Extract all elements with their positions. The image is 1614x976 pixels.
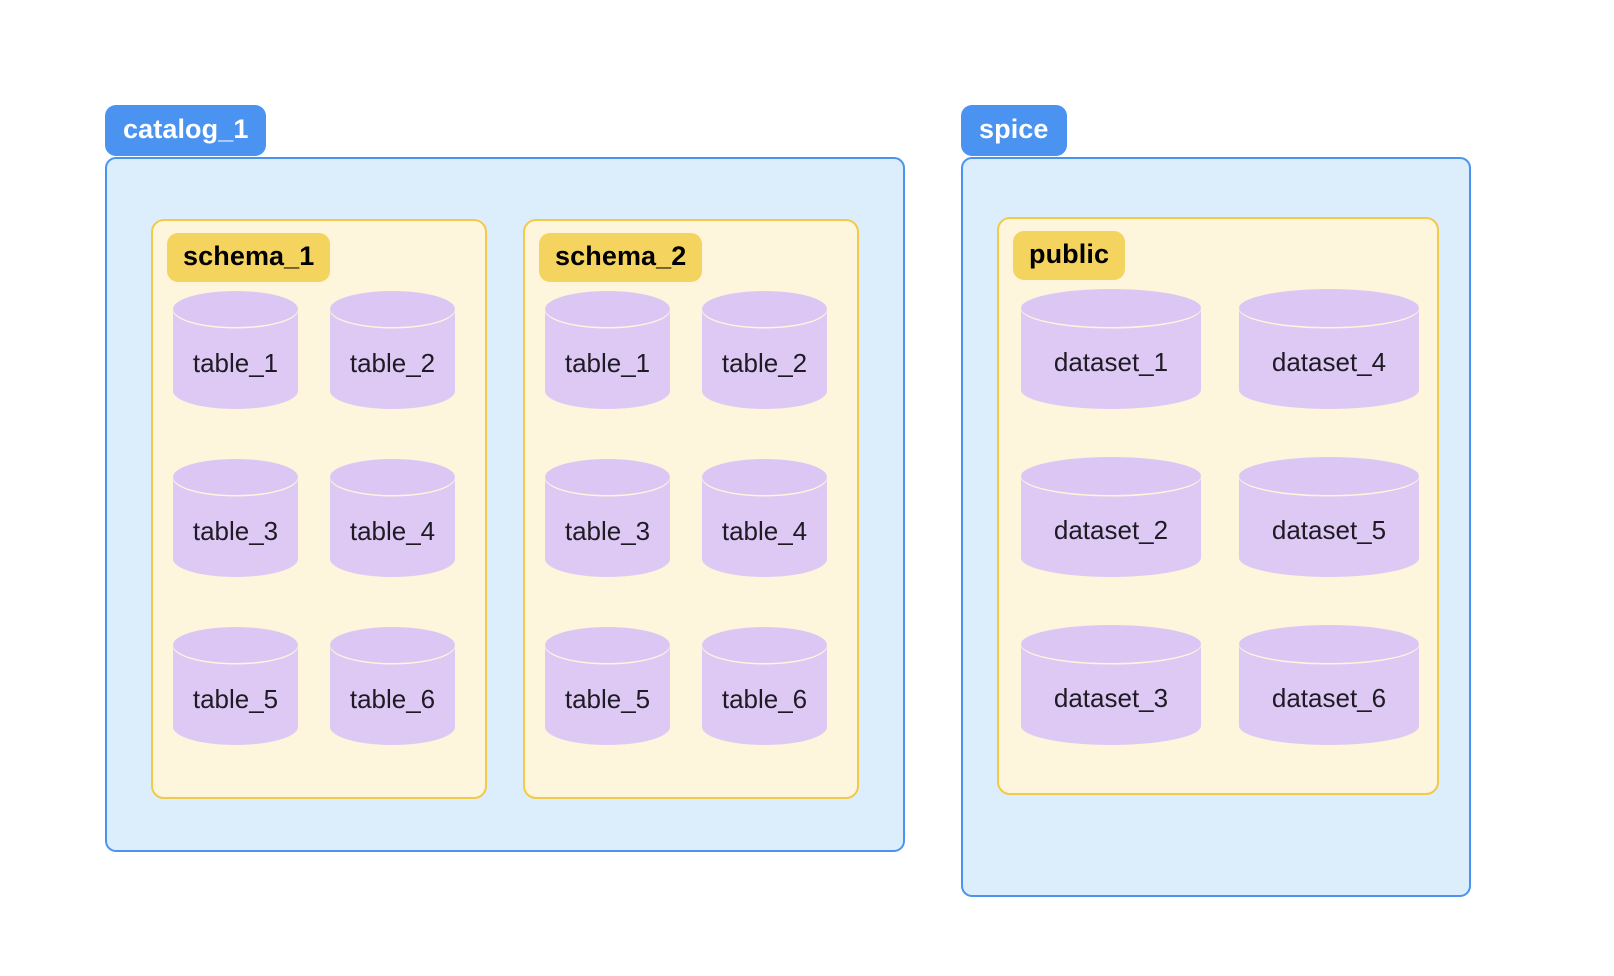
cylinder-shape-icon bbox=[1239, 625, 1419, 745]
cylinder-shape-icon bbox=[330, 459, 455, 577]
cylinder-shape-icon bbox=[173, 459, 298, 577]
database-cylinder[interactable]: table_1 bbox=[173, 291, 298, 409]
database-cylinder[interactable]: table_2 bbox=[330, 291, 455, 409]
cylinder-shape-icon bbox=[702, 291, 827, 409]
cylinder-shape-icon bbox=[702, 459, 827, 577]
database-cylinder[interactable]: table_5 bbox=[173, 627, 298, 745]
database-cylinder-label: table_2 bbox=[721, 348, 808, 378]
cylinder-shape-icon bbox=[1239, 457, 1419, 577]
cylinder-shape-icon bbox=[1239, 289, 1419, 409]
database-cylinder[interactable]: table_5 bbox=[545, 627, 670, 745]
schema-badge[interactable]: public bbox=[1013, 231, 1126, 280]
database-cylinder[interactable]: table_4 bbox=[330, 459, 455, 577]
database-cylinder[interactable]: table_6 bbox=[330, 627, 455, 745]
database-cylinder-label: table_5 bbox=[564, 684, 651, 714]
cylinder-shape-icon bbox=[173, 291, 298, 409]
database-cylinder[interactable]: table_3 bbox=[173, 459, 298, 577]
schema-badge[interactable]: schema_2 bbox=[539, 233, 703, 282]
database-cylinder-label: table_2 bbox=[349, 348, 436, 378]
database-cylinder[interactable]: dataset_6 bbox=[1239, 625, 1419, 745]
database-cylinder-label: dataset_4 bbox=[1271, 347, 1387, 377]
database-cylinder-label: table_1 bbox=[564, 348, 651, 378]
database-cylinder[interactable]: table_2 bbox=[702, 291, 827, 409]
database-cylinder-label: table_4 bbox=[721, 516, 808, 546]
database-cylinder-label: dataset_1 bbox=[1053, 347, 1169, 377]
cylinder-shape-icon bbox=[330, 291, 455, 409]
cylinder-shape-icon bbox=[1021, 457, 1201, 577]
database-cylinder[interactable]: table_4 bbox=[702, 459, 827, 577]
database-cylinder-label: table_1 bbox=[192, 348, 279, 378]
database-cylinder[interactable]: dataset_4 bbox=[1239, 289, 1419, 409]
database-cylinder-label: table_4 bbox=[349, 516, 436, 546]
cylinder-shape-icon bbox=[1021, 289, 1201, 409]
database-cylinder-label: dataset_3 bbox=[1053, 683, 1169, 713]
database-cylinder[interactable]: dataset_1 bbox=[1021, 289, 1201, 409]
database-cylinder-label: table_5 bbox=[192, 684, 279, 714]
database-cylinder-label: table_6 bbox=[349, 684, 436, 714]
database-cylinder-label: table_6 bbox=[721, 684, 808, 714]
cylinder-shape-icon bbox=[702, 627, 827, 745]
database-cylinder[interactable]: dataset_3 bbox=[1021, 625, 1201, 745]
cylinder-shape-icon bbox=[1021, 625, 1201, 745]
catalog-badge[interactable]: catalog_1 bbox=[105, 105, 267, 156]
schema-badge[interactable]: schema_1 bbox=[167, 233, 331, 282]
cylinder-shape-icon bbox=[330, 627, 455, 745]
database-cylinder[interactable]: dataset_5 bbox=[1239, 457, 1419, 577]
catalog-badge[interactable]: spice bbox=[961, 105, 1067, 156]
database-cylinder-label: dataset_2 bbox=[1053, 515, 1169, 545]
cylinder-shape-icon bbox=[545, 291, 670, 409]
database-cylinder-label: dataset_5 bbox=[1271, 515, 1387, 545]
database-cylinder[interactable]: table_6 bbox=[702, 627, 827, 745]
database-cylinder-label: table_3 bbox=[192, 516, 279, 546]
cylinder-shape-icon bbox=[545, 627, 670, 745]
database-cylinder[interactable]: table_1 bbox=[545, 291, 670, 409]
cylinder-shape-icon bbox=[545, 459, 670, 577]
database-cylinder[interactable]: table_3 bbox=[545, 459, 670, 577]
database-cylinder-label: dataset_6 bbox=[1271, 683, 1387, 713]
cylinder-shape-icon bbox=[173, 627, 298, 745]
database-cylinder[interactable]: dataset_2 bbox=[1021, 457, 1201, 577]
database-cylinder-label: table_3 bbox=[564, 516, 651, 546]
